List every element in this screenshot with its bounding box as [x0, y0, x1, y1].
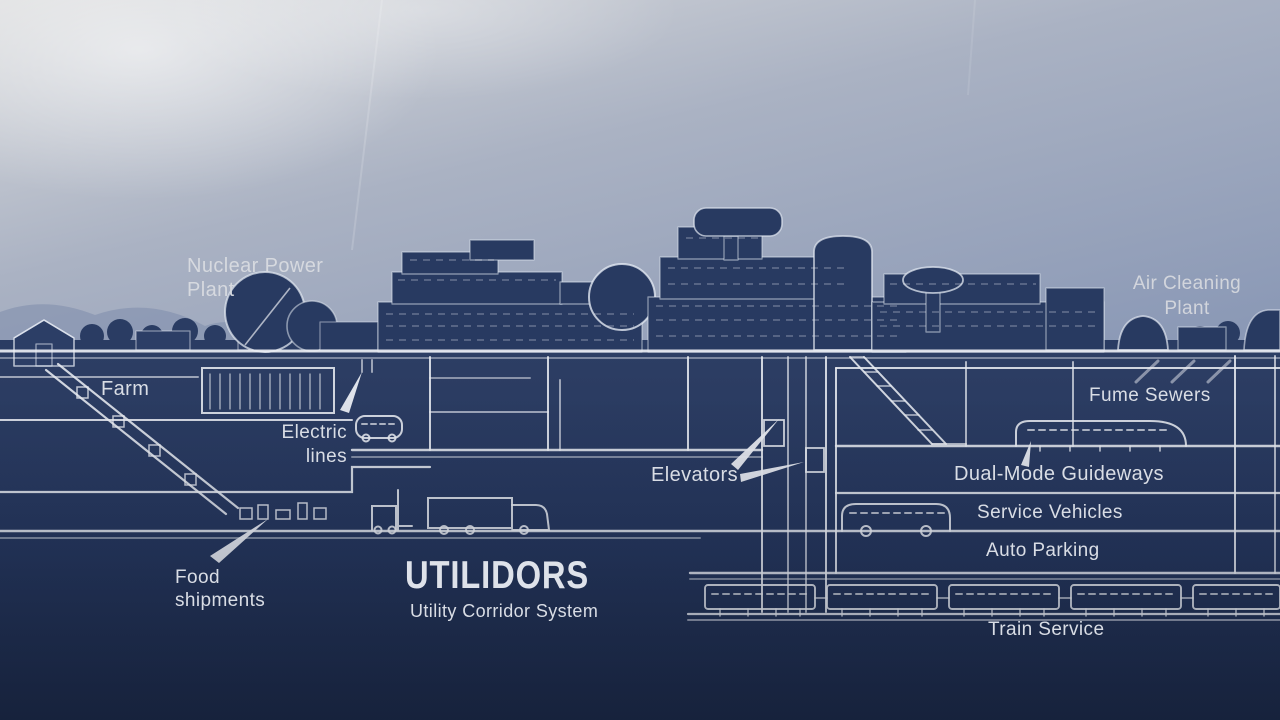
label-electric-lines: Electric lines [281, 422, 347, 467]
label-elevators: Elevators [651, 464, 738, 486]
label-dual-mode-guideways: Dual-Mode Guideways [954, 463, 1164, 485]
diagram-title: UTILIDORS [405, 554, 590, 597]
label-fume-sewers: Fume Sewers [1089, 385, 1211, 406]
diagram-subtitle: Utility Corridor System [410, 601, 599, 621]
label-air-cleaning-plant: Air Cleaning Plant [1132, 273, 1242, 319]
label-auto-parking: Auto Parking [986, 540, 1100, 561]
label-food-shipments: Food shipments [175, 567, 266, 611]
label-farm: Farm [101, 378, 150, 400]
label-service-vehicles: Service Vehicles [977, 502, 1123, 523]
label-nuclear-power-plant: Nuclear Power Plant [187, 255, 324, 301]
label-train-service: Train Service [988, 619, 1105, 640]
